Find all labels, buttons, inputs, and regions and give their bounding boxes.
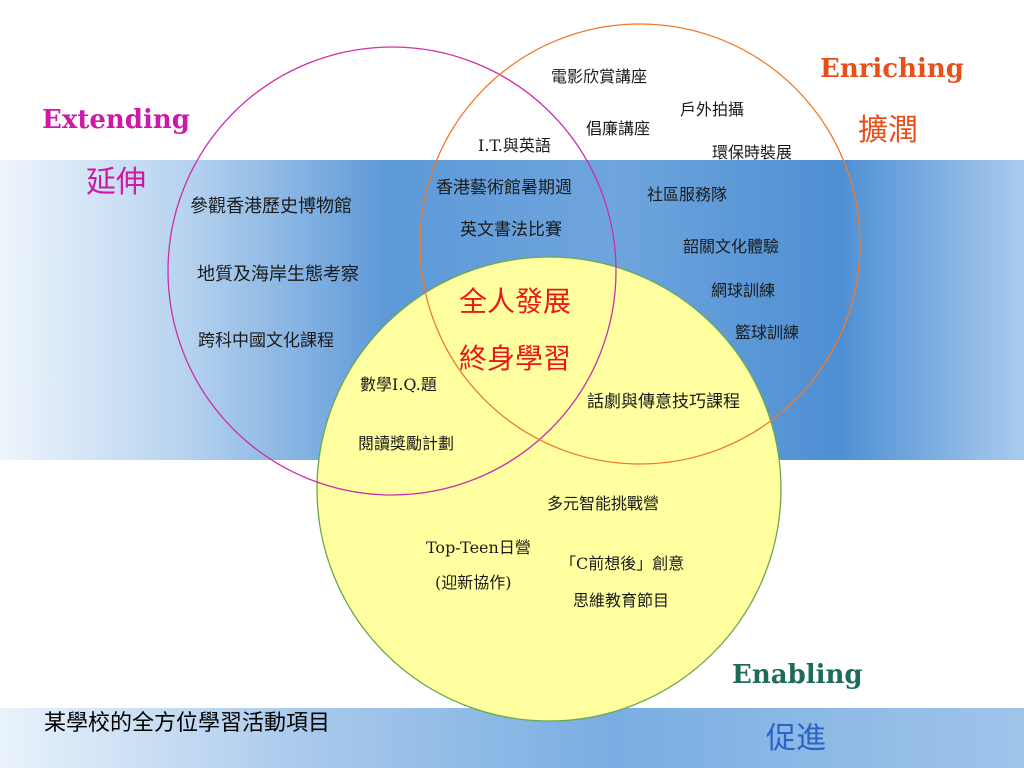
activity-label: 英文書法比賽 [460,220,562,240]
activity-label: (迎新協作) [435,573,512,592]
activity-label: 香港藝術館暑期週 [436,178,572,198]
enriching-heading: Enriching [820,54,964,84]
activity-label: 倡廉講座 [586,119,651,138]
activity-label: 地質及海岸生態考察 [197,264,359,285]
activity-label: 思維教育節目 [573,591,670,610]
activity-label: 網球訓練 [711,281,776,300]
enabling-heading: Enabling [732,660,863,690]
extending-heading-zh: 延伸 [86,165,146,200]
center-label: 終身學習 [459,342,572,375]
activity-label: 參觀香港歷史博物館 [190,196,352,217]
enabling-circle [316,256,782,722]
activity-label: I.T.與英語 [478,136,551,155]
enriching-heading-zh: 擴潤 [858,113,918,148]
extending-circle [167,46,617,496]
caption: 某學校的全方位學習活動項目 [44,711,331,736]
activity-label: 電影欣賞講座 [551,67,648,86]
activity-label: 環保時裝展 [712,143,793,162]
activity-label: 數學I.Q.題 [360,375,437,394]
enriching-circle [419,23,861,465]
activity-label: 籃球訓練 [735,323,800,342]
activity-label: 戶外拍攝 [680,100,745,119]
activity-label: 閱讀獎勵計劃 [358,434,455,453]
enabling-heading-zh: 促進 [766,721,826,756]
activity-label: 「C前想後」創意 [560,554,685,573]
activity-label: 韶關文化體驗 [683,237,780,256]
activity-label: 社區服務隊 [647,185,728,204]
activity-label: 話劇與傳意技巧課程 [587,392,740,412]
activity-label: 跨科中國文化課程 [198,331,334,351]
activity-label: 多元智能挑戰營 [547,494,660,513]
activity-label: Top-Teen日營 [426,538,531,557]
center-label: 全人發展 [459,285,572,318]
extending-heading: Extending [42,105,190,135]
